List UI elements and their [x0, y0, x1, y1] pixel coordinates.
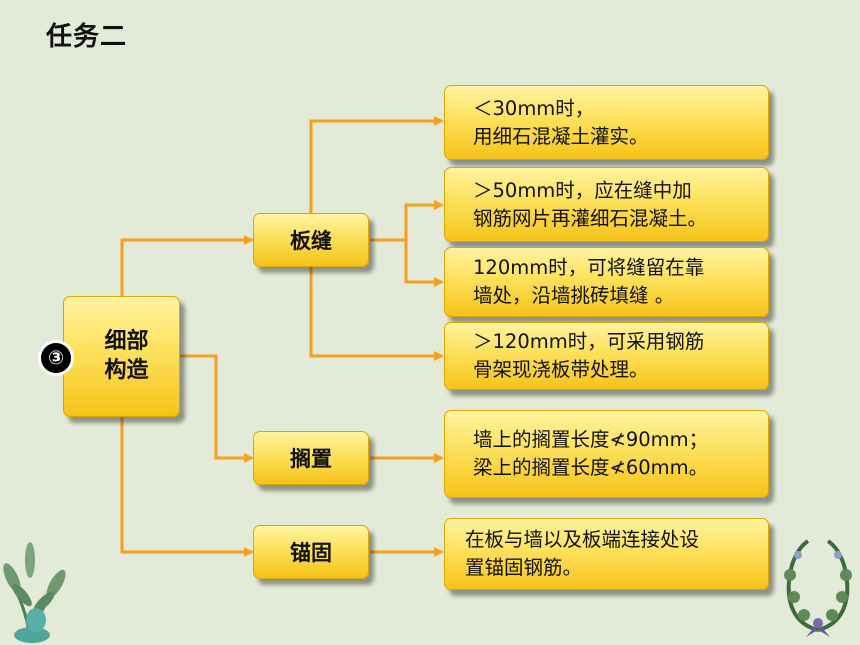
number-badge: ③ [38, 340, 74, 376]
leaf-3-line2: 墙处，沿墙挑砖填缝 。 [473, 284, 675, 307]
leaf-box-5: 墙上的搁置长度≮90mm； 梁上的搁置长度≮60mm。 [444, 410, 769, 498]
category-gezhi: 搁置 [253, 431, 369, 485]
leaf-box-1: ＜30mm时， 用细石混凝土灌实。 [444, 85, 769, 160]
main-label-line1: 细部 [104, 328, 149, 354]
leaf-3-line1: 120mm时，可将缝留在靠 [473, 256, 705, 280]
leaf-4-line2: 骨架现浇板带处理。 [473, 358, 649, 381]
arrow-banfeng-to-leaf3 [404, 240, 444, 287]
main-node: 细部 构造 [63, 296, 180, 417]
arrow-main-to-banfeng [120, 235, 254, 296]
leaf-box-6: 在板与墙以及板端连接处设置锚固钢筋。 [444, 518, 769, 590]
leaf-1-line1: ＜30mm时， [473, 96, 595, 120]
leaf-box-4: ＞120mm时，可采用钢筋骨架现浇板带处理。 [444, 322, 769, 390]
leaf-box-2: ＞50mm时，应在缝中加钢筋网片再灌细石混凝土。 [444, 167, 769, 242]
leaf-2-line1: ＞50mm时，应在缝中加 [473, 178, 692, 202]
arrow-banfeng-to-leaf4 [309, 267, 444, 361]
wreath-decoration-icon [784, 539, 852, 637]
plant-decoration-icon [3, 542, 66, 643]
leaf-6-line2: 置锚固钢筋。 [465, 556, 583, 579]
leaf-2-line2: 钢筋网片再灌细石混凝土。 [473, 206, 708, 230]
leaf-5-line1: 墙上的搁置长度≮90mm； [473, 428, 709, 452]
leaf-6-line1: 在板与墙以及板端连接处设 [465, 528, 700, 552]
leaf-5-line2: 梁上的搁置长度≮60mm。 [473, 456, 709, 479]
arrow-banfeng-to-leaf1 [309, 116, 444, 213]
leaf-1-line2: 用细石混凝土灌实。 [473, 124, 649, 148]
arrow-main-to-maogu [120, 417, 254, 557]
leaf-box-3: 120mm时，可将缝留在靠墙处，沿墙挑砖填缝 。 [444, 247, 769, 317]
main-label-line2: 构造 [104, 357, 149, 383]
arrow-main-to-gezhi [180, 354, 254, 463]
page-title: 任务二 [46, 22, 128, 52]
category-maogu: 锚固 [253, 525, 369, 579]
category-banfeng: 板缝 [253, 213, 369, 267]
leaf-4-line1: ＞120mm时，可采用钢筋 [473, 330, 705, 354]
arrow-banfeng-to-leaf2 [370, 200, 444, 242]
